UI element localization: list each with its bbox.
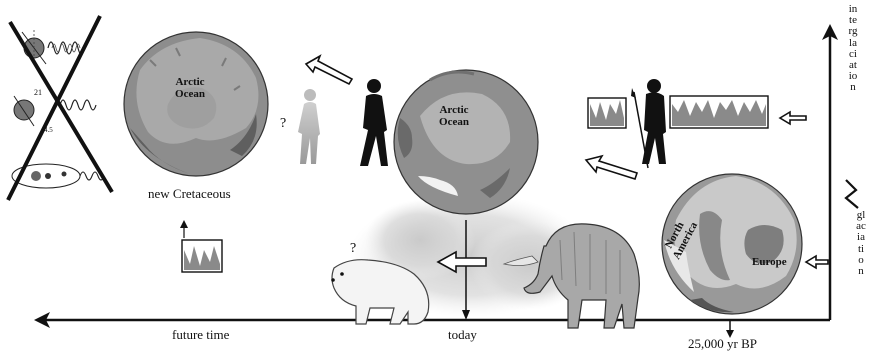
- future-time-label: future time: [172, 327, 229, 343]
- europe-label: Europe: [752, 256, 787, 268]
- new-cretaceous-label: new Cretaceous: [148, 186, 231, 202]
- today-ocean-label: Arctic Ocean: [432, 104, 476, 128]
- hunter-with-spear-icon: [631, 79, 666, 168]
- today-label: today: [448, 327, 477, 343]
- svg-text:21: 21: [34, 88, 42, 97]
- cretaceous-ocean-line1: Arctic: [168, 76, 212, 88]
- today-ocean-line2: Ocean: [432, 116, 476, 128]
- question-mark-upper: ?: [280, 116, 286, 132]
- today-ocean-line1: Arctic: [432, 104, 476, 116]
- globe-cretaceous: [124, 32, 268, 176]
- cretaceous-ocean-line2: Ocean: [168, 88, 212, 100]
- interglaciation-label: interglaciation: [848, 4, 858, 94]
- milankovitch-orbital-forcing-icon: 21 4.5: [8, 16, 112, 200]
- globe-today: [394, 70, 538, 214]
- walking-human-icon: [360, 79, 388, 166]
- bp-label: 25,000 yr BP: [688, 336, 757, 352]
- fading-human-icon: [298, 89, 320, 164]
- cretaceous-ocean-label: Arctic Ocean: [168, 76, 212, 100]
- glaciation-zigzag: [846, 180, 858, 208]
- question-mark-lower: ?: [350, 241, 356, 257]
- glaciation-label: glaciation: [856, 210, 866, 277]
